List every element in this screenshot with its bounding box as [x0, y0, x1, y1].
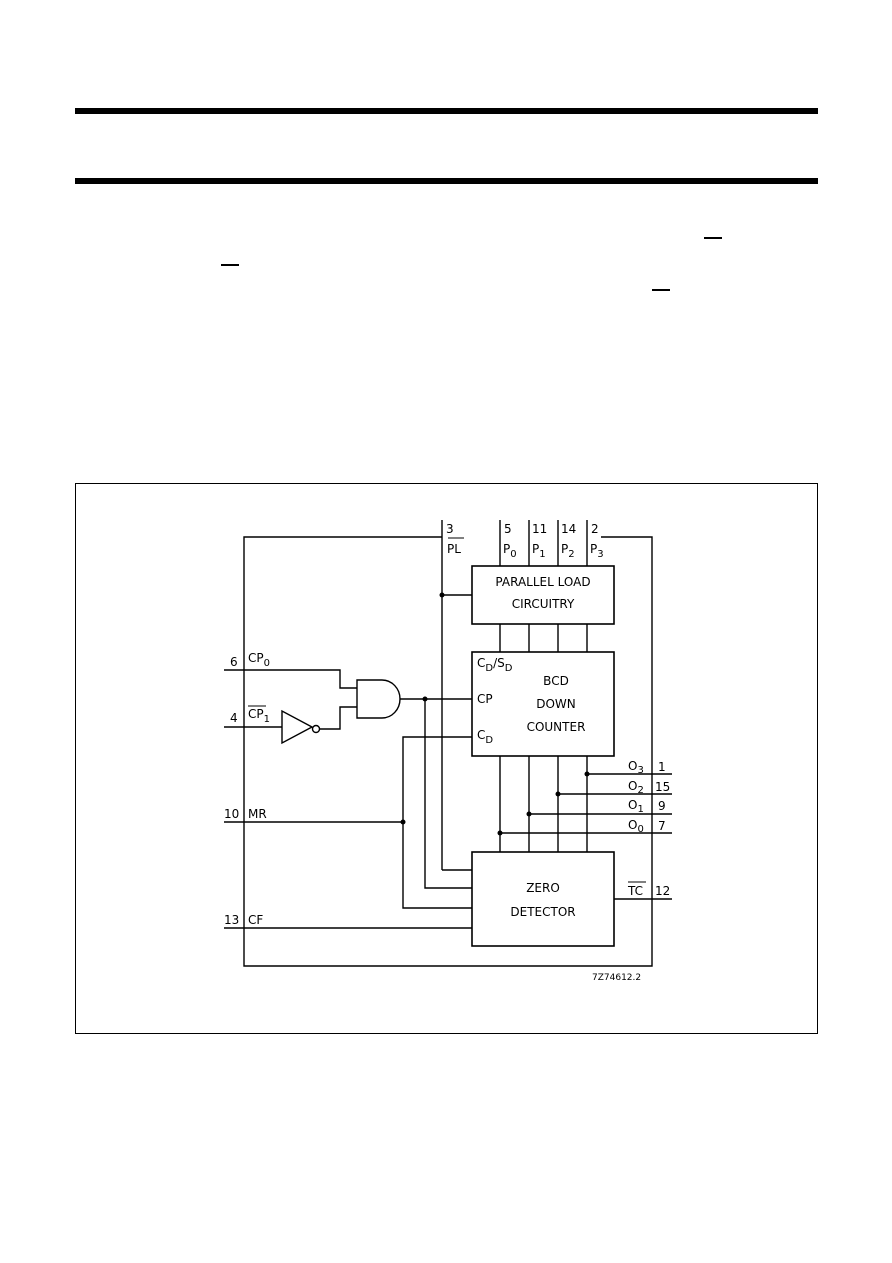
package-outline: [243, 536, 653, 967]
pin-cp1-number: 4: [230, 711, 238, 725]
counter-title-2: DOWN: [536, 697, 576, 711]
zero-title: ZERO: [526, 881, 560, 895]
pin-tc-number: 12: [655, 884, 670, 898]
junction-dot: [439, 592, 445, 598]
pin-pl-label: PL: [447, 542, 461, 556]
pin-pl-number: 3: [446, 522, 454, 536]
pin-p1-label: P1: [532, 542, 546, 560]
inverter-bubble: [311, 724, 321, 734]
figure-reference: 7Z74612.2: [592, 973, 641, 983]
pin-tc-label: TC: [627, 884, 643, 898]
junction-dot: [422, 696, 428, 702]
pin-cp0-number: 6: [230, 655, 238, 669]
counter-title-3: COUNTER: [527, 720, 586, 734]
top-rule: [75, 108, 818, 114]
junction-dot: [526, 811, 532, 817]
pin-o1-label: O1: [628, 798, 644, 815]
and-gate: [356, 679, 401, 719]
parallel-load-block: [471, 565, 615, 625]
junction-dot: [584, 771, 590, 777]
figure-frame: [75, 483, 818, 1034]
pin-o2-label: O2: [628, 779, 644, 796]
parallel-load-subtitle: CIRCUITRY: [512, 597, 575, 611]
port-cdsd: CD/SD: [477, 656, 513, 674]
overbar-mark-2: [221, 264, 239, 266]
zero-subtitle: DETECTOR: [510, 905, 575, 919]
pin-cf-label: CF: [248, 913, 263, 927]
pin-cp0-label: CP0: [248, 651, 270, 669]
junction-dot: [555, 791, 561, 797]
counter-title-1: BCD: [543, 674, 569, 688]
pin-p3-label: P3: [590, 542, 604, 560]
pin-cp1-label: CP1: [248, 707, 270, 725]
parallel-load-title: PARALLEL LOAD: [495, 575, 590, 589]
junction-dot: [497, 830, 503, 836]
pin-o1-number: 9: [658, 799, 666, 813]
second-rule: [75, 178, 818, 184]
pin-p2-label: P2: [561, 542, 575, 560]
overbar-mark-1: [704, 237, 722, 239]
port-cp: CP: [477, 692, 493, 706]
pin-p2-number: 14: [561, 522, 576, 536]
pin-p3-number: 2: [591, 522, 599, 536]
overbar-mark-3: [652, 289, 670, 291]
junction-dot: [400, 819, 406, 825]
zero-detector-block: [471, 851, 615, 947]
pin-cf-number: 13: [224, 913, 239, 927]
pin-o0-number: 7: [658, 819, 666, 833]
pin-p1-number: 11: [532, 522, 547, 536]
pin-p0-number: 5: [504, 522, 512, 536]
pin-p0-label: P0: [503, 542, 517, 560]
inverter-triangle: [281, 709, 314, 745]
pin-o0-label: O0: [628, 818, 644, 835]
bcd-down-counter-block: [471, 651, 615, 757]
pin-o2-number: 15: [655, 780, 670, 794]
pin-mr-label: MR: [248, 807, 267, 821]
cp0-wire: [224, 669, 357, 689]
pin-o3-number: 1: [658, 760, 666, 774]
port-cd: CD: [477, 728, 493, 746]
pin-o3-label: O3: [628, 759, 644, 776]
pin-mr-number: 10: [224, 807, 239, 821]
